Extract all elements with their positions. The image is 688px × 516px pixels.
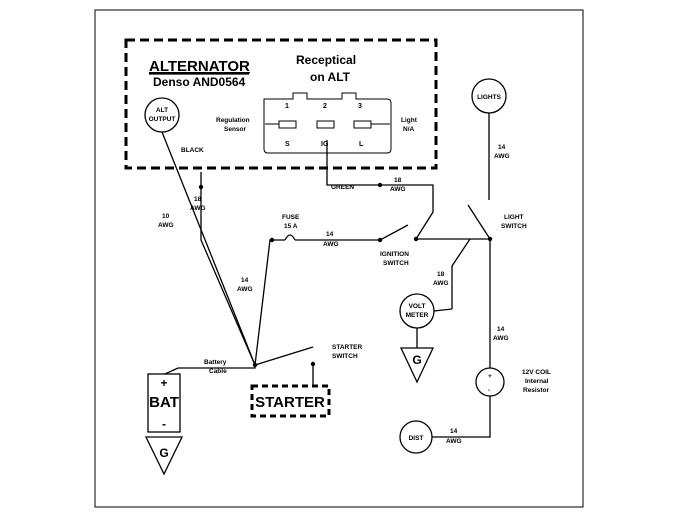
ignition-switch-label-2: SWITCH (383, 260, 409, 267)
coil-label-2: Internal (525, 378, 549, 385)
pin-name-ig: IG (321, 141, 329, 148)
volt-meter (399, 293, 435, 329)
dist-label: DIST (409, 435, 424, 442)
volt-meter-gauge-2: AWG (433, 280, 449, 287)
battery-plus-label: + (160, 376, 167, 390)
battery-label: BAT (149, 394, 179, 411)
reg-sensor-label-2: Sensor (224, 126, 247, 133)
battery (147, 373, 181, 433)
coil-label-3: Resistor (523, 387, 549, 394)
green-wire-junction (377, 182, 383, 188)
black-sensor-wire (200, 172, 256, 366)
green-gauge-1: 18 (394, 177, 402, 184)
fuse-symbol (284, 234, 296, 241)
black-wire-junction (198, 184, 204, 190)
volt-meter-label-1: VOLT (409, 303, 426, 310)
alt-output-terminal (144, 97, 180, 133)
coil-minus-label: - (488, 387, 490, 394)
distributor (399, 420, 433, 454)
ignition-feed-gauge-1: 14 (326, 231, 334, 238)
black-gauge-2: AWG (190, 205, 206, 212)
black-wire-label: BLACK (181, 147, 204, 154)
ignition-feed-gauge-2: AWG (323, 241, 339, 248)
battery-cable-label-2: Cable (209, 368, 227, 375)
fuse-label-1: FUSE (282, 214, 300, 221)
alt-output-label-1: ALT (156, 107, 168, 114)
fuse-left-junction (269, 237, 275, 243)
pin-name-s: S (285, 141, 290, 148)
coil-to-dist-wire (432, 396, 491, 438)
alt-output-wire (161, 131, 256, 366)
pin-terminal-1 (278, 120, 297, 129)
coil-plus-label: + (488, 373, 492, 380)
reg-sensor-label-1: Regulation (216, 117, 250, 124)
volt-meter-gauge-1: 18 (437, 271, 445, 278)
ignition-switch-label-1: IGNITION (380, 251, 409, 258)
light-switch-blade (467, 204, 491, 240)
volt-meter-wire (451, 238, 471, 309)
battery-junction (252, 362, 258, 368)
light-switch-label-2: SWITCH (501, 223, 527, 230)
diagram-border (94, 9, 584, 508)
fuse-gauge-2: AWG (237, 286, 253, 293)
pin-number-3: 3 (358, 103, 362, 110)
lights-label: LIGHTS (477, 94, 501, 101)
ignition-coil (475, 367, 505, 397)
green-gauge-2: AWG (390, 186, 406, 193)
alternator-model: Denso AND0564 (153, 75, 246, 89)
fuse-label-2: 15 A (284, 223, 298, 230)
fuse-gauge-1: 14 (241, 277, 249, 284)
black-gauge-1: 18 (194, 196, 202, 203)
pin-number-1: 1 (285, 103, 289, 110)
light-na-label-1: Light (401, 117, 418, 124)
starter-motor (250, 384, 331, 418)
receptacle-title-line2: on ALT (310, 70, 351, 84)
lights-gauge-2: AWG (494, 153, 510, 160)
volt-meter-ground-symbol (399, 347, 435, 384)
starter-switch-label-2: SWITCH (332, 353, 358, 360)
dist-gauge-1: 14 (450, 428, 458, 435)
lights-gauge-1: 14 (498, 144, 506, 151)
green-ig-wire (326, 140, 434, 240)
volt-meter-label-2: METER (406, 312, 429, 319)
green-wire-label: GREEN (331, 184, 354, 191)
volt-meter-ground-label: G (412, 353, 421, 367)
battery-minus-label: - (162, 417, 166, 431)
alternator-title: ALTERNATOR (149, 58, 250, 75)
coil-gauge-1: 14 (497, 326, 505, 333)
alt-output-label-2: OUTPUT (149, 116, 176, 123)
receptacle-connector (263, 92, 392, 154)
starter-switch-label-1: STARTER (332, 344, 363, 351)
pin-name-l: L (359, 141, 364, 148)
battery-ground-label: G (159, 446, 168, 460)
volt-meter-lead (433, 308, 453, 312)
alternator-box (124, 38, 438, 170)
coil-gauge-2: AWG (493, 335, 509, 342)
pin-terminal-2 (316, 120, 335, 129)
alt-output-gauge-2: AWG (158, 222, 174, 229)
starter-switch-blade (254, 346, 314, 366)
battery-cable-label-1: Battery (204, 359, 227, 366)
fuse-feed-wire (254, 239, 285, 366)
battery-ground-symbol (144, 436, 184, 476)
alt-output-gauge-1: 10 (162, 213, 170, 220)
receptacle-title-line1: Receptical (296, 53, 356, 67)
light-switch-label-1: LIGHT (504, 214, 524, 221)
ignition-switch-blade (379, 224, 409, 241)
starter-switch-junction (310, 361, 316, 367)
coil-label-1: 12V COIL (522, 369, 551, 376)
lights-component (471, 78, 507, 114)
pin-number-2: 2 (323, 103, 327, 110)
dist-gauge-2: AWG (446, 438, 462, 445)
light-na-label-2: N/A (403, 126, 415, 133)
starter-label: STARTER (255, 394, 325, 411)
pin-terminal-3 (353, 120, 372, 129)
